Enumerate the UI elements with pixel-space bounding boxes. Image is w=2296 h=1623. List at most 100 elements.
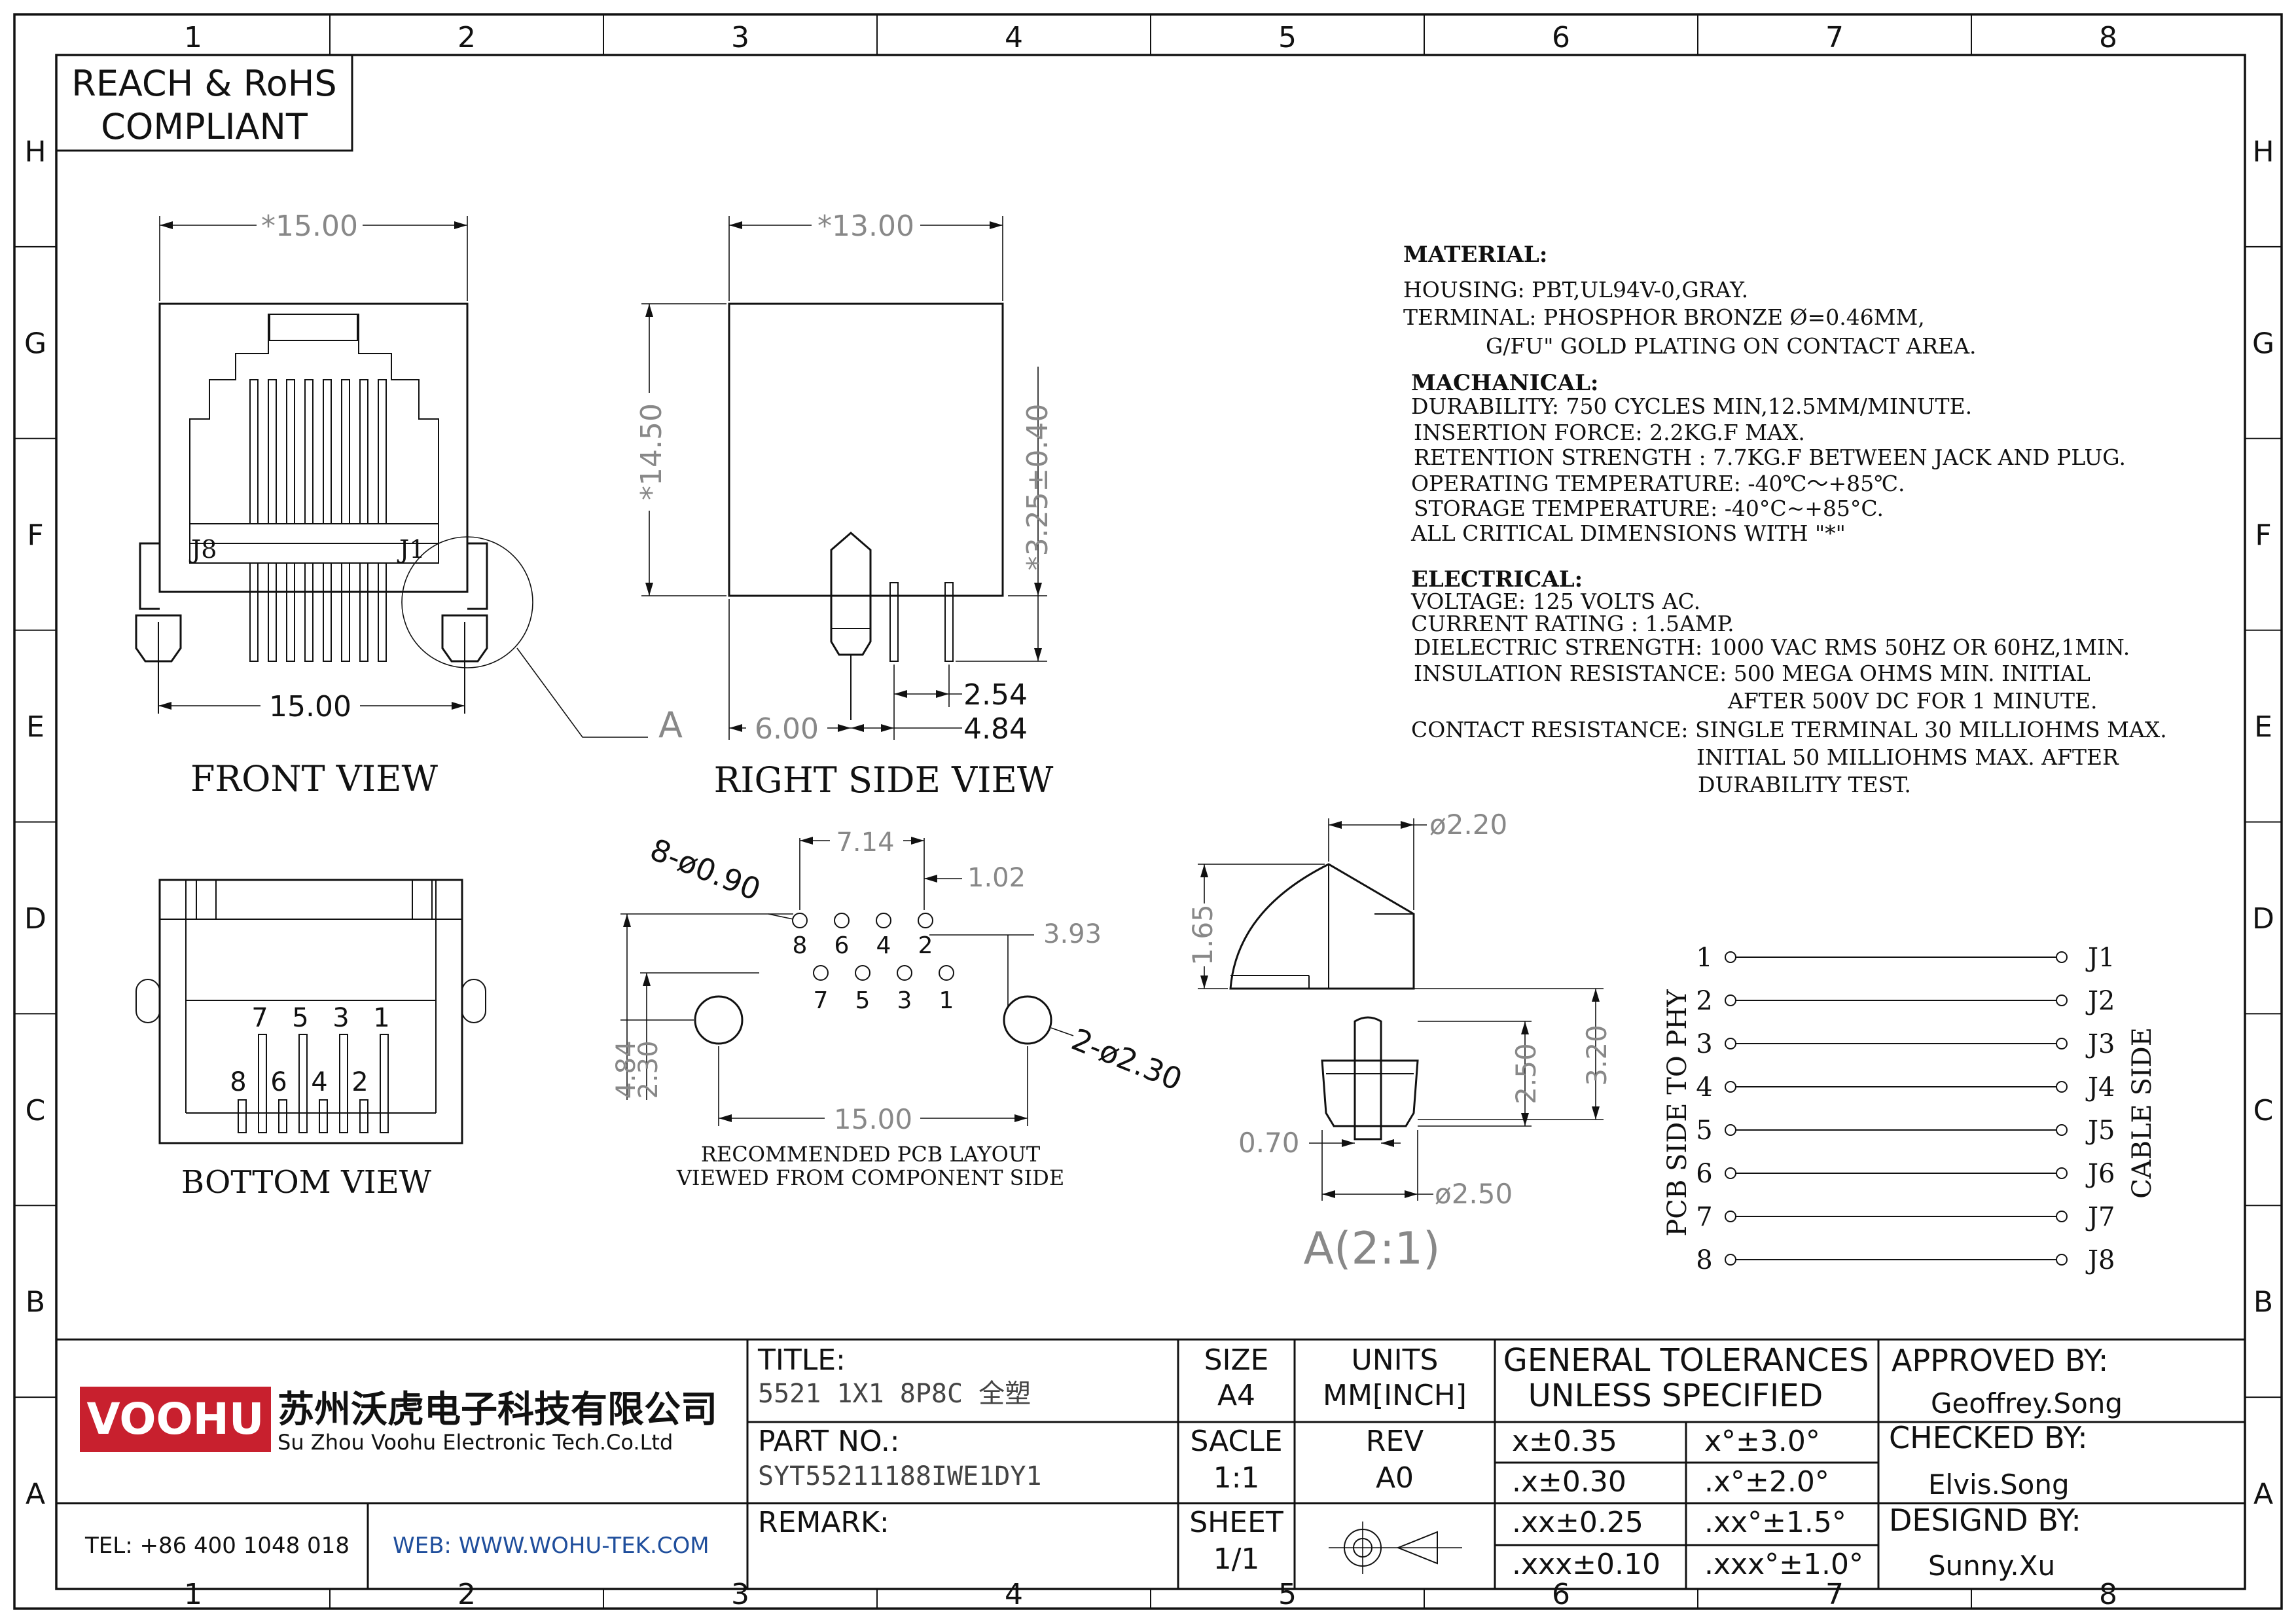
dim-pcb-holes: 8-ø0.90 (645, 831, 766, 907)
dim-side-pitch: 2.54 (963, 678, 1028, 712)
front-view-title: FRONT VIEW (190, 758, 439, 799)
frame-column-number: 2 (457, 1578, 476, 1611)
dim-side-row-span: 4.84 (963, 712, 1028, 746)
bottom-pin-number: 1 (373, 1003, 389, 1033)
wiring-right-label: CABLE SIDE (2127, 1027, 2157, 1199)
units-value: MM[INCH] (1323, 1379, 1467, 1412)
frame-column-number: 8 (2099, 21, 2117, 54)
company-tel: TEL: +86 400 1048 018 (84, 1533, 350, 1559)
bottom-pin-number: 6 (270, 1067, 287, 1097)
sheet-label: SHEET (1189, 1506, 1283, 1539)
dim-detail-base-dia: ø2.50 (1435, 1178, 1513, 1210)
frame-row-letter: H (24, 135, 46, 168)
bottom-pin-number: 4 (311, 1067, 327, 1097)
detail-callout-letter: A (658, 704, 683, 746)
frame-column-number: 8 (2099, 1578, 2117, 1611)
wiring-pin-number: 7 (1696, 1202, 1712, 1232)
scale-label: SACLE (1190, 1425, 1282, 1458)
tolerance-angular: .xx°±1.5° (1704, 1506, 1846, 1539)
checked-value: Elvis.Song (1928, 1468, 2070, 1501)
frame-row-letter: C (2253, 1094, 2274, 1127)
material-title: MATERIAL: (1403, 242, 1547, 268)
material-line: TERMINAL: PHOSPHOR BRONZE Ø=0.46MM, (1403, 304, 1925, 330)
company-logo (80, 1387, 271, 1452)
pcb-pin-number: 1 (939, 987, 954, 1014)
material-line: G/FU" GOLD PLATING ON CONTACT AREA. (1486, 333, 1977, 359)
frame-row-letter: A (26, 1478, 45, 1511)
frame-row-letter: H (2252, 135, 2274, 168)
tolerance-angular: .x°±2.0° (1704, 1465, 1829, 1499)
bottom-pin-number: 7 (251, 1003, 268, 1033)
pcb-pin-number: 5 (855, 987, 870, 1014)
bottom-pin-number: 8 (230, 1067, 246, 1097)
frame-row-letter: E (2254, 710, 2272, 744)
frame-row-letter: B (2253, 1286, 2273, 1319)
dim-side-depth: *13.00 (817, 210, 914, 243)
frame-row-letter: D (2252, 902, 2274, 936)
frame-column-number: 3 (731, 21, 749, 54)
approved-value: Geoffrey.Song (1931, 1387, 2123, 1419)
frame-column-number: 6 (1552, 21, 1570, 54)
frame-column-number: 6 (1552, 1578, 1570, 1611)
frame-column-number: 4 (1005, 21, 1023, 54)
electrical-line: CONTACT RESISTANCE: SINGLE TERMINAL 30 M… (1411, 717, 2167, 742)
dim-pcb-pitch: 1.02 (967, 863, 1026, 893)
wiring-pin-number: 3 (1696, 1029, 1712, 1059)
detail-a-title: A(2:1) (1303, 1223, 1440, 1275)
wiring-jack-label: J4 (2085, 1072, 2115, 1103)
tolerance-linear: .x±0.30 (1512, 1465, 1626, 1499)
frame-row-letter: E (26, 710, 45, 744)
wiring-pin-number: 5 (1696, 1116, 1712, 1146)
frame-row-letter: C (26, 1094, 46, 1127)
frame-row-letter: F (27, 519, 43, 552)
right-side-view: *13.00 *14.50 *3.25±0.40 2.54 4.84 6.00 (632, 208, 1054, 801)
title-block: VOOHU 苏州沃虎电子科技有限公司 Su Zhou Voohu Electro… (56, 1338, 2245, 1589)
dim-pcb-vertical-2: 2.30 (634, 1040, 664, 1099)
mechanical-line: STORAGE TEMPERATURE: -40°C~+85°C. (1414, 496, 1884, 521)
part-label: PART NO.: (758, 1425, 900, 1458)
frame-column-number: 7 (1825, 1578, 1844, 1611)
approved-label: APPROVED BY: (1892, 1343, 2108, 1378)
designed-label: DESIGND BY: (1889, 1503, 2081, 1538)
front-view: J8 J1 *15.00 15.00 A FRONT VIEW (135, 208, 683, 799)
title-value: 5521 1X1 8P8C 全塑 (758, 1379, 1031, 1409)
material-line: HOUSING: PBT,UL94V-0,GRAY. (1403, 277, 1748, 302)
dim-side-pin-length: *3.25±0.40 (1021, 404, 1054, 571)
wiring-pin-number: 2 (1696, 986, 1712, 1016)
dim-pcb-offset: 3.93 (1043, 919, 1102, 949)
frame-row-letter: F (2255, 519, 2271, 552)
pcb-pin-number: 7 (814, 987, 829, 1014)
size-value: A4 (1217, 1379, 1255, 1412)
mechanical-line: OPERATING TEMPERATURE: -40℃～+85℃. (1411, 471, 1905, 496)
mechanical-line: ALL CRITICAL DIMENSIONS WITH "*" (1410, 520, 1846, 546)
bottom-pin-number: 5 (292, 1003, 308, 1033)
mechanical-line: DURABILITY: 750 CYCLES MIN,12.5MM/MINUTE… (1411, 393, 1972, 419)
dim-pcb-vertical-1: 4.84 (611, 1040, 641, 1099)
frame-row-letter: B (26, 1286, 45, 1319)
tolerance-title-1: GENERAL TOLERANCES (1503, 1342, 1869, 1379)
title-label: TITLE: (757, 1343, 846, 1377)
designed-value: Sunny.Xu (1928, 1550, 2055, 1582)
wiring-pin-number: 4 (1696, 1072, 1712, 1103)
tolerance-angular: x°±3.0° (1704, 1425, 1820, 1458)
part-value: SYT55211188IWE1DY1 (758, 1461, 1041, 1491)
frame-column-number: 4 (1005, 1578, 1023, 1611)
pcb-pin-number: 6 (834, 932, 850, 959)
units-label: UNITS (1352, 1343, 1439, 1377)
mechanical-title: MACHANICAL: (1411, 370, 1598, 396)
dim-front-width-top: *15.00 (261, 210, 358, 243)
wiring-pin-number: 1 (1696, 943, 1712, 973)
wiring-pin-number: 8 (1696, 1245, 1712, 1275)
bottom-pin-number: 2 (351, 1067, 368, 1097)
dim-detail-h1: 2.50 (1510, 1043, 1542, 1104)
frame-column-number: 5 (1278, 21, 1297, 54)
pcb-caption-line-1: RECOMMENDED PCB LAYOUT (701, 1142, 1041, 1167)
wiring-left-label: PCB SIDE TO PHY (1662, 989, 1693, 1237)
dim-detail-top-dia: ø2.20 (1429, 809, 1507, 841)
detail-a-view: ø2.20 1.65 2.50 3.20 0.70 (1178, 809, 1613, 1275)
